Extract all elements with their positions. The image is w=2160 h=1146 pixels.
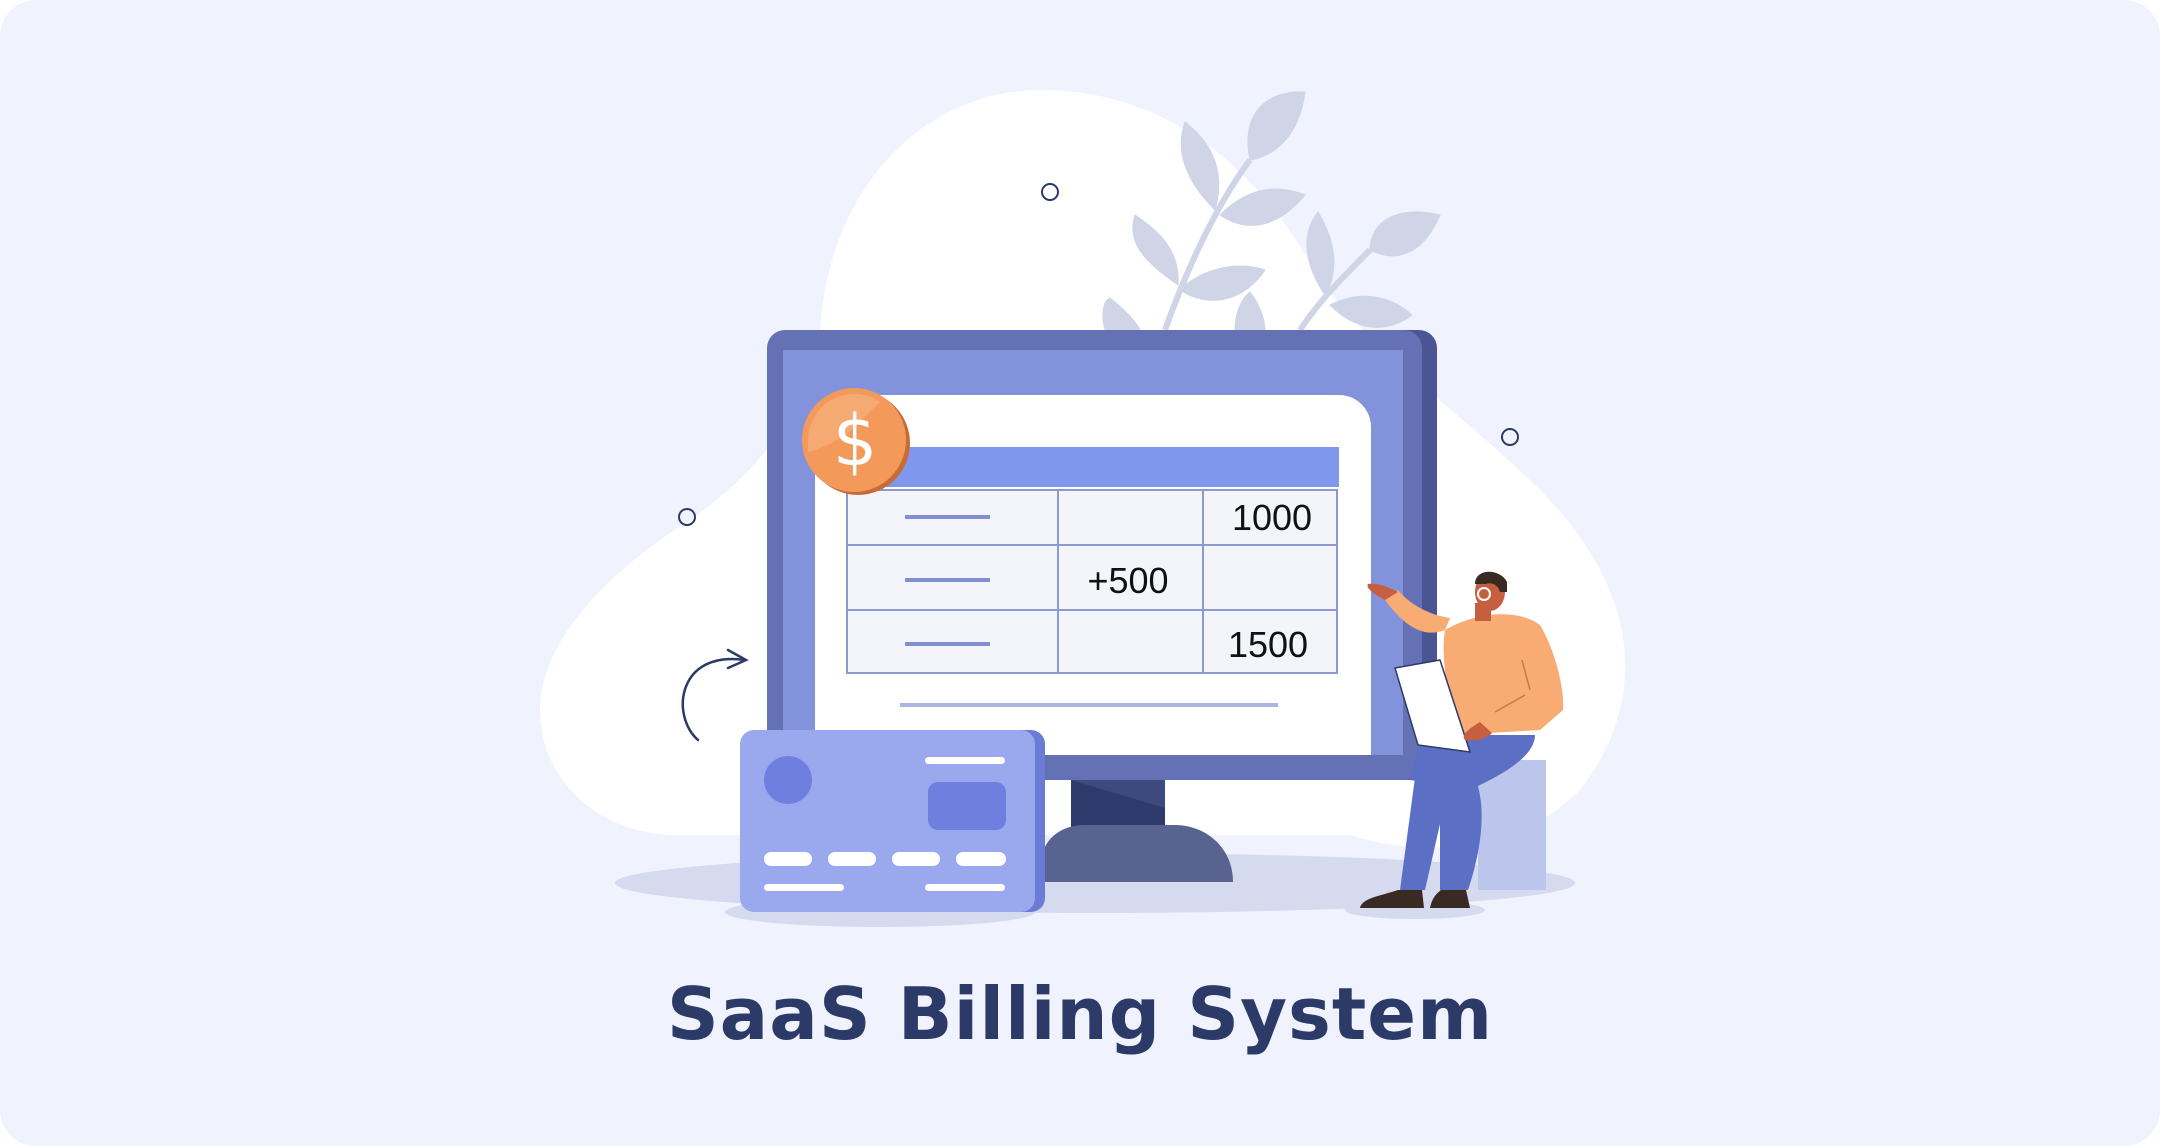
table-cell-value: 1500 [1228, 624, 1308, 665]
table-cell-value: 1000 [1232, 497, 1312, 538]
page-title: SaaS Billing System [666, 972, 1494, 1056]
dollar-coin-icon: $ [802, 388, 910, 495]
stool [1478, 760, 1546, 890]
coin-symbol: $ [833, 400, 878, 482]
curved-arrow-icon [681, 648, 749, 742]
deco-circle [1501, 428, 1519, 446]
leaf-plant-icon [1102, 91, 1441, 332]
person-figure [1360, 571, 1564, 908]
credit-card-icon [740, 730, 1045, 912]
deco-circle [678, 508, 696, 526]
deco-circle [1041, 183, 1059, 201]
billing-table: 1000 +500 1500 [846, 447, 1339, 707]
table-header [847, 447, 1339, 487]
table-cell-value: +500 [1087, 560, 1168, 601]
